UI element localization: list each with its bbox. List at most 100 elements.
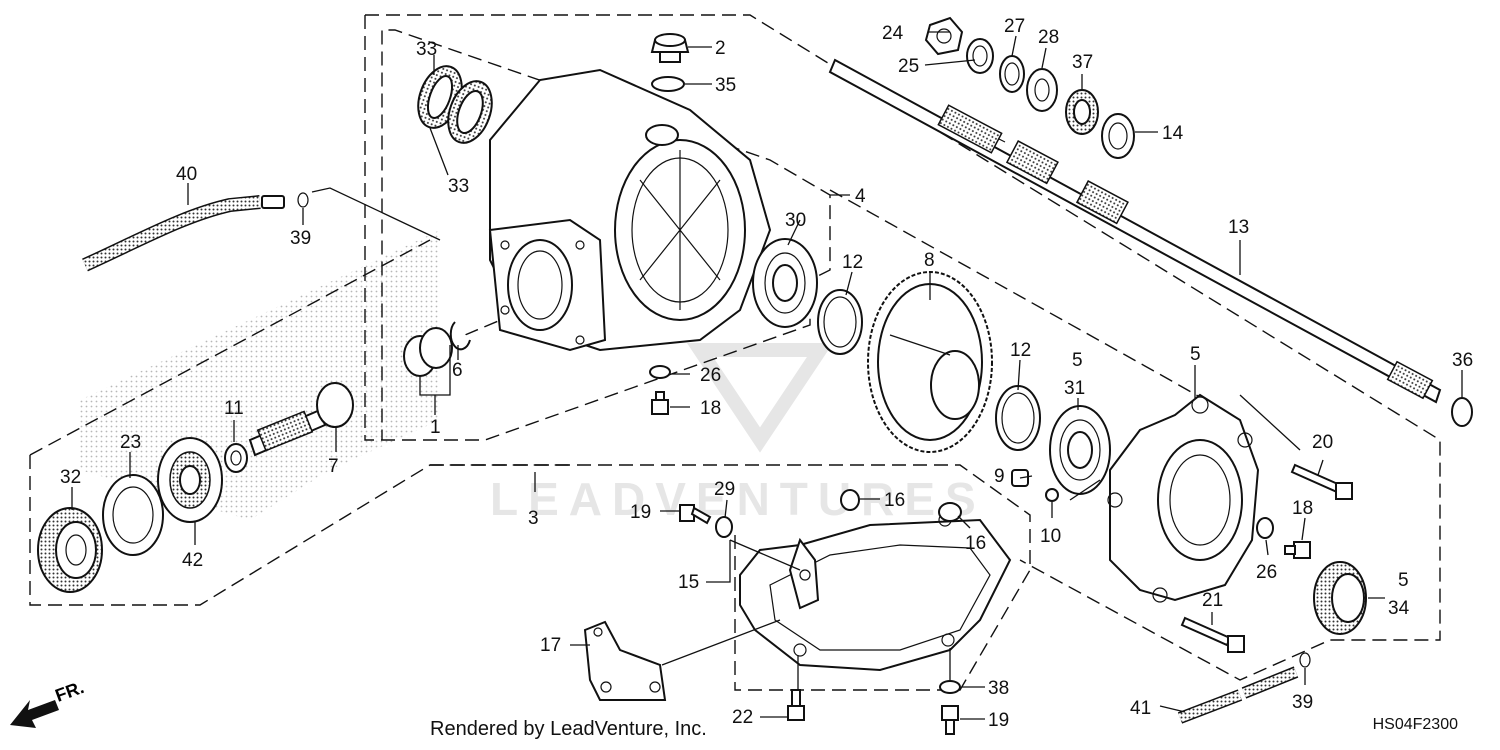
callout-25: 25 [898,56,919,77]
washer-28[interactable] [1026,68,1058,112]
circlip-11[interactable] [224,443,248,473]
callout-15: 15 [678,572,699,593]
callout-4: 4 [855,186,866,207]
callout-10: 10 [1040,526,1061,547]
gear-case-housing[interactable] [488,68,772,352]
washer-10[interactable] [1045,488,1059,502]
washer-27[interactable] [999,55,1025,93]
bolt-22[interactable] [787,689,805,721]
oil-seal-pair[interactable] [410,60,499,149]
callout-28: 28 [1038,27,1059,48]
collar-25[interactable] [966,38,994,74]
callout-3: 3 [528,508,539,529]
washer-29[interactable] [715,516,733,538]
diagram-code: HS04F2300 [1372,716,1458,733]
callout-33-top: 33 [416,39,437,60]
leader-lines [71,31,1463,720]
callout-20: 20 [1312,432,1333,453]
nut-24[interactable] [924,16,964,56]
callout-32: 32 [60,467,81,488]
breather-hose-41[interactable] [1177,666,1299,724]
oil-seal-34[interactable] [1313,561,1367,635]
callout-38: 38 [988,678,1009,699]
callout-39-bottom: 39 [1292,692,1313,713]
skid-plate[interactable] [739,513,1012,672]
callout-33-bottom: 33 [448,176,469,197]
callout-22: 22 [732,707,753,728]
grommet-16a[interactable] [840,489,860,511]
bolt-21[interactable] [1180,616,1245,653]
circlip-6[interactable] [449,321,471,351]
bearing-30[interactable] [752,238,818,328]
washer-26b[interactable] [1256,517,1274,539]
gear-case-cover[interactable] [1107,393,1260,603]
callout-2: 2 [715,38,726,59]
spacer-23[interactable] [102,474,164,556]
axle-shaft[interactable] [828,58,1442,404]
washer-26a[interactable] [649,365,671,379]
flange-32[interactable] [37,507,103,593]
bearing-37[interactable] [1065,89,1099,135]
sealing-washer[interactable] [651,76,685,92]
front-label: FR. [53,677,87,706]
needle-bearing[interactable] [403,327,453,377]
callout-12-left: 12 [842,252,863,273]
callout-19-top: 19 [630,502,651,523]
watermark-text: LEADVENTURES [490,473,986,525]
bolt-18a[interactable] [651,391,669,415]
callout-39-top: 39 [290,228,311,249]
callout-1: 1 [430,417,441,438]
ring-gear[interactable] [867,271,993,453]
callout-5-middle: 5 [1190,344,1201,365]
callout-8: 8 [924,250,935,271]
bolt-19a[interactable] [679,504,712,525]
callout-5-right: 5 [1398,570,1409,591]
hose-clip-39b[interactable] [1299,652,1311,668]
bolt-18b[interactable] [1284,541,1311,559]
callout-31: 31 [1064,378,1085,399]
callout-13: 13 [1228,217,1249,238]
callout-26-bottom: 26 [1256,562,1277,583]
hose-clip[interactable] [297,192,309,208]
shim-12a[interactable] [817,289,863,355]
bracket-17[interactable] [583,620,667,701]
callout-42: 42 [182,550,203,571]
callout-24: 24 [882,23,904,44]
grommet-16b[interactable] [938,502,962,522]
callout-30: 30 [785,210,806,231]
callout-6: 6 [452,360,463,381]
callout-21: 21 [1202,590,1223,611]
callout-36: 36 [1452,350,1473,371]
callout-19-bottom: 19 [988,710,1009,731]
callout-27: 27 [1004,16,1025,37]
callout-40: 40 [176,164,197,185]
callout-5-left: 5 [1072,350,1083,371]
bolt-19b[interactable] [941,705,959,735]
callout-26-top: 26 [700,365,721,386]
seal-14[interactable] [1101,113,1135,159]
ring-36[interactable] [1451,397,1473,427]
breather-hose[interactable] [82,195,285,272]
bolt-20[interactable] [1290,463,1353,500]
shim-12b[interactable] [995,385,1041,451]
bearing-42[interactable] [157,437,223,523]
callout-12-right: 12 [1010,340,1031,361]
filler-plug[interactable] [650,33,690,63]
callout-7: 7 [328,456,339,477]
callout-17: 17 [540,635,561,656]
callout-9: 9 [994,466,1005,487]
callout-29: 29 [714,479,735,500]
credit-text: Rendered by LeadVenture, Inc. [430,718,707,740]
bearing-31[interactable] [1049,405,1111,495]
callout-11: 11 [224,398,244,419]
callout-41: 41 [1130,698,1151,719]
callout-16-left: 16 [884,490,905,511]
washer-38[interactable] [939,680,961,694]
callout-35: 35 [715,75,736,96]
callout-18-top: 18 [700,398,721,419]
callout-18-bottom: 18 [1292,498,1313,519]
pinion-gear[interactable] [248,382,354,457]
callout-34: 34 [1388,598,1410,619]
front-arrow-icon: FR. [10,677,87,728]
